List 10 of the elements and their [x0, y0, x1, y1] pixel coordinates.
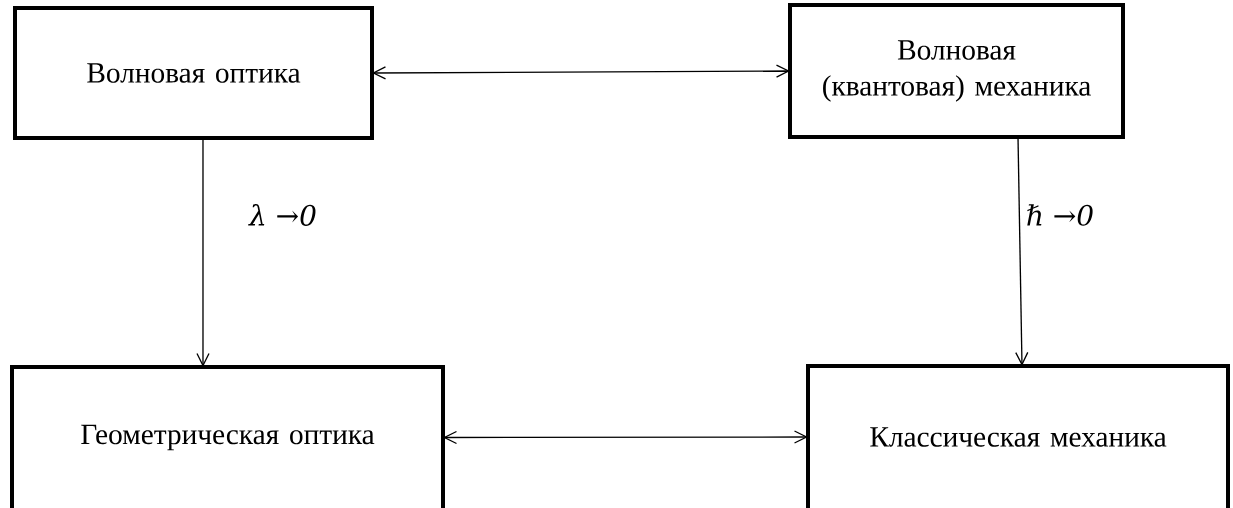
process-box: Геометрическая оптика — [10, 365, 445, 508]
edge-label: λ →0 — [248, 204, 316, 226]
process-box: Волновая (квантовая) механика — [788, 3, 1125, 139]
process-box: Волновая оптика — [13, 6, 374, 140]
arrow — [1015, 136, 1029, 366]
edge-label: ℏ →0 — [1027, 204, 1093, 226]
arrow — [372, 64, 790, 80]
arrow — [443, 430, 808, 445]
process-box: Классическая механика — [806, 364, 1230, 508]
arrow — [196, 137, 210, 367]
